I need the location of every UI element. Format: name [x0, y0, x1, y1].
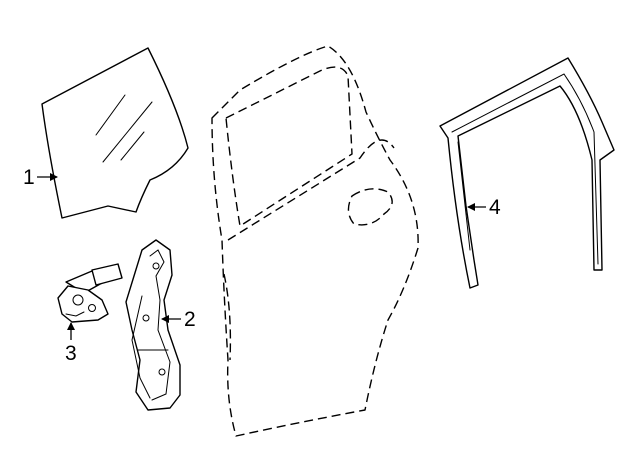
- callout-4: 4: [467, 196, 501, 219]
- window-regulator: [125, 239, 181, 411]
- callout-3: 3: [65, 322, 77, 365]
- door-glass: [41, 47, 189, 219]
- callout-1-label: 1: [23, 166, 35, 189]
- callout-2: 2: [161, 308, 196, 331]
- callout-1: 1: [23, 166, 58, 189]
- callout-3-label: 3: [65, 342, 77, 365]
- run-channel: [439, 57, 615, 289]
- callout-4-label: 4: [489, 196, 501, 219]
- door-shell-outline: [211, 45, 419, 437]
- callout-2-label: 2: [184, 308, 196, 331]
- window-motor: [57, 263, 123, 323]
